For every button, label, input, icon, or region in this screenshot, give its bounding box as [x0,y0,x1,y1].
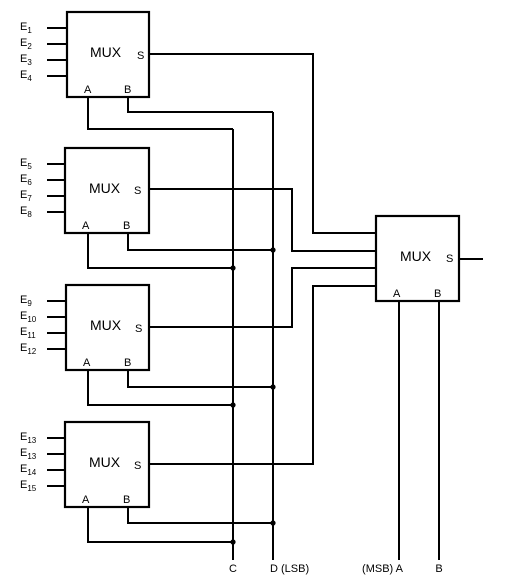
mux2-s-wire [149,188,376,252]
mux-3-label: MUX [90,317,122,333]
mux-4-label: MUX [89,454,121,470]
input-label: E13 [20,431,37,445]
mux4-a-wire [87,507,233,543]
input-label: E11 [20,326,36,340]
mux-2-select-a-pin: A [82,220,90,232]
input-label: E9 [20,294,32,308]
mux-2-label: MUX [89,180,121,196]
mux-1-select-a-pin: A [84,84,92,96]
mux4-b-wire [127,507,273,524]
input-label: E12 [20,342,37,356]
mux-final-output-pin: S [446,253,453,265]
mux1-s-wire [149,53,376,234]
junction-dot [230,265,236,271]
mux-final-select-b-pin: B [434,288,441,300]
mux-final-label: MUX [400,248,432,264]
input-label: E1 [20,21,32,35]
input-label: E13 [20,447,37,461]
mux2-a-wire [87,233,233,269]
mux3-s-wire [149,267,376,328]
input-label: E10 [20,310,37,324]
wiring [87,53,483,560]
junction-dot [230,539,236,545]
mux-2-select-b-pin: B [123,220,130,232]
mux-2-box [63,146,151,235]
input-label: E15 [20,479,37,493]
mux-final: MUX S A B [374,214,461,303]
mux-2: MUX S A B [63,146,151,235]
input-label: E2 [20,37,32,51]
mux-final-select-a-pin: A [393,288,401,300]
select-msb-a-label: (MSB) A [362,563,404,575]
mux3-b-wire [127,370,273,388]
junctions [230,247,276,545]
select-c-label: C [229,563,237,575]
input-label: E14 [20,463,37,477]
junction-dot [270,520,276,526]
mux-4: MUX S A B [63,420,151,509]
mux-1: MUX S A B [65,10,151,99]
mux1-b-wire [127,97,273,113]
mux-final-box [374,214,461,303]
mux-3-select-b-pin: B [124,357,131,369]
mux-3-select-a-pin: A [83,357,91,369]
mux-1-label: MUX [90,44,122,60]
select-b-label: B [435,563,442,575]
junction-dot [230,402,236,408]
mux-2-output-pin: S [134,185,141,197]
mux-3-box [64,283,151,372]
mux-4-select-a-pin: A [82,494,90,506]
junction-dot [270,384,276,390]
mux4-s-wire [149,285,376,465]
input-label: E3 [20,53,32,67]
mux-1-box [65,10,151,99]
select-d-label: D (LSB) [270,563,309,575]
mux2-b-wire [127,233,273,251]
mux-1-select-b-pin: B [124,84,131,96]
input-label: E4 [20,69,32,83]
input-label: E7 [20,189,32,203]
mux-3: MUX S A B [64,283,151,372]
mux-3-output-pin: S [135,323,142,335]
mux-4-select-b-pin: B [123,494,130,506]
input-label: E5 [20,157,32,171]
mux-1-output-pin: S [137,50,144,62]
mux-4-box [63,420,151,509]
mux1-a-wire [87,97,233,130]
mux3-a-wire [87,370,233,406]
junction-dot [270,247,276,253]
input-label: E6 [20,173,32,187]
input-label: E8 [20,205,32,219]
bottom-labels: C D (LSB) (MSB) A B [229,563,443,575]
mux-4-output-pin: S [134,460,141,472]
